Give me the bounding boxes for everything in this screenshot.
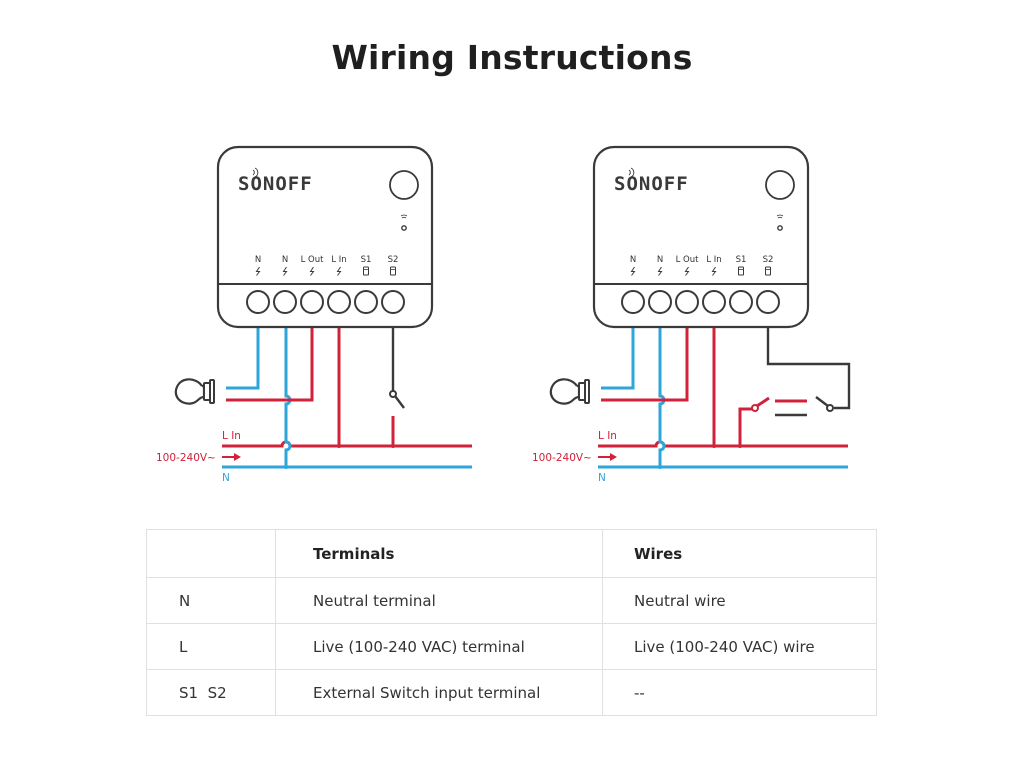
bulb-live-wire xyxy=(601,310,689,402)
voltage-label: 100-240V~ xyxy=(156,452,216,464)
neutral-bridge-wire xyxy=(284,310,292,467)
terminal-label: S2 xyxy=(388,255,399,265)
table-cell: Neutral terminal xyxy=(275,577,603,624)
terminal-screw xyxy=(246,290,270,314)
terminal-label: N xyxy=(255,255,261,265)
live-supply-wire xyxy=(222,440,472,448)
light-bulb-icon xyxy=(174,378,216,405)
terminal-label: L Out xyxy=(676,255,700,265)
terminal-label: L Out xyxy=(301,255,325,265)
sonoff-device: SONOFF N N L Out L In S1 S2 xyxy=(216,145,434,329)
terminal-screw xyxy=(621,290,645,314)
live-in-label: L In xyxy=(598,430,617,442)
terminal-screw xyxy=(675,290,699,314)
terminal-screw xyxy=(354,290,378,314)
terminal-screw xyxy=(648,290,672,314)
terminal-label: L In xyxy=(331,255,346,265)
table-header-row: Terminals Wires xyxy=(146,529,877,578)
terminal-label: L In xyxy=(706,255,721,265)
neutral-label: N xyxy=(598,472,606,484)
switch-pivot xyxy=(751,404,759,412)
table-cell: External Switch input terminal xyxy=(275,669,603,716)
voltage-label: 100-240V~ xyxy=(532,452,592,464)
diagram-two-way-switch: L In 100-240V~ N SONOFF N N L Out L In S… xyxy=(532,145,851,484)
terminal-screw xyxy=(300,290,324,314)
sonoff-device: SONOFF N N L Out L In S1 S2 xyxy=(592,145,810,329)
table-cell: Neutral wire xyxy=(602,577,877,624)
status-led-icon xyxy=(400,214,408,231)
diagram-single-switch: L In 100-240V~ N SONOFF N N L Out L In xyxy=(156,145,472,484)
terminal-label: S1 xyxy=(361,255,372,265)
table-cell: N xyxy=(146,577,276,624)
table-header xyxy=(146,529,276,578)
live-supply-wire xyxy=(598,440,848,448)
live-in-label: L In xyxy=(222,430,241,442)
switch-lever xyxy=(394,395,405,409)
terminal-spec-table: Terminals Wires N Neutral terminal Neutr… xyxy=(146,529,877,716)
bulb-neutral-wire xyxy=(226,310,260,390)
wiring-diagrams: L In 100-240V~ N SONOFF N N L Out L In xyxy=(156,145,851,484)
terminal-screw xyxy=(729,290,753,314)
terminal-screw xyxy=(702,290,726,314)
table-row: L Live (100-240 VAC) terminal Live (100-… xyxy=(146,623,877,670)
table-cell: Live (100-240 VAC) terminal xyxy=(275,623,603,670)
table-header: Wires xyxy=(602,529,877,578)
terminal-label: S1 xyxy=(736,255,747,265)
terminal-screw xyxy=(273,290,297,314)
wifi-signal-icon xyxy=(628,167,635,178)
page-title: Wiring Instructions xyxy=(331,38,693,77)
switch-live-wire xyxy=(738,407,752,446)
terminal-label: N xyxy=(282,255,288,265)
supply-arrow-icon xyxy=(222,453,241,461)
pairing-button xyxy=(389,170,419,200)
terminal-label: S2 xyxy=(763,255,774,265)
neutral-label: N xyxy=(222,472,230,484)
switch-pivot xyxy=(826,404,834,412)
wifi-signal-icon xyxy=(252,167,259,178)
bulb-live-wire xyxy=(226,310,314,402)
terminal-screw xyxy=(327,290,351,314)
neutral-bridge-wire xyxy=(658,310,666,467)
switch-wire xyxy=(766,310,851,410)
switch-pivot xyxy=(389,390,397,398)
switch-lever xyxy=(815,396,829,407)
table-cell: -- xyxy=(602,669,877,716)
light-bulb-icon xyxy=(549,378,591,405)
supply-arrow-icon xyxy=(598,453,617,461)
terminal-screw xyxy=(381,290,405,314)
table-row: N Neutral terminal Neutral wire xyxy=(146,577,877,624)
table-cell: S1 S2 xyxy=(146,669,276,716)
table-cell: L xyxy=(146,623,276,670)
brand-logo: SONOFF xyxy=(238,173,313,195)
terminal-label: N xyxy=(630,255,636,265)
brand-logo: SONOFF xyxy=(614,173,689,195)
terminal-label: N xyxy=(657,255,663,265)
table-header: Terminals xyxy=(275,529,603,578)
terminal-screw xyxy=(756,290,780,314)
bulb-neutral-wire xyxy=(601,310,635,390)
switch-lever xyxy=(756,396,770,408)
table-cell: Live (100-240 VAC) wire xyxy=(602,623,877,670)
status-led-icon xyxy=(776,214,784,231)
pairing-button xyxy=(765,170,795,200)
table-row: S1 S2 External Switch input terminal -- xyxy=(146,669,877,716)
